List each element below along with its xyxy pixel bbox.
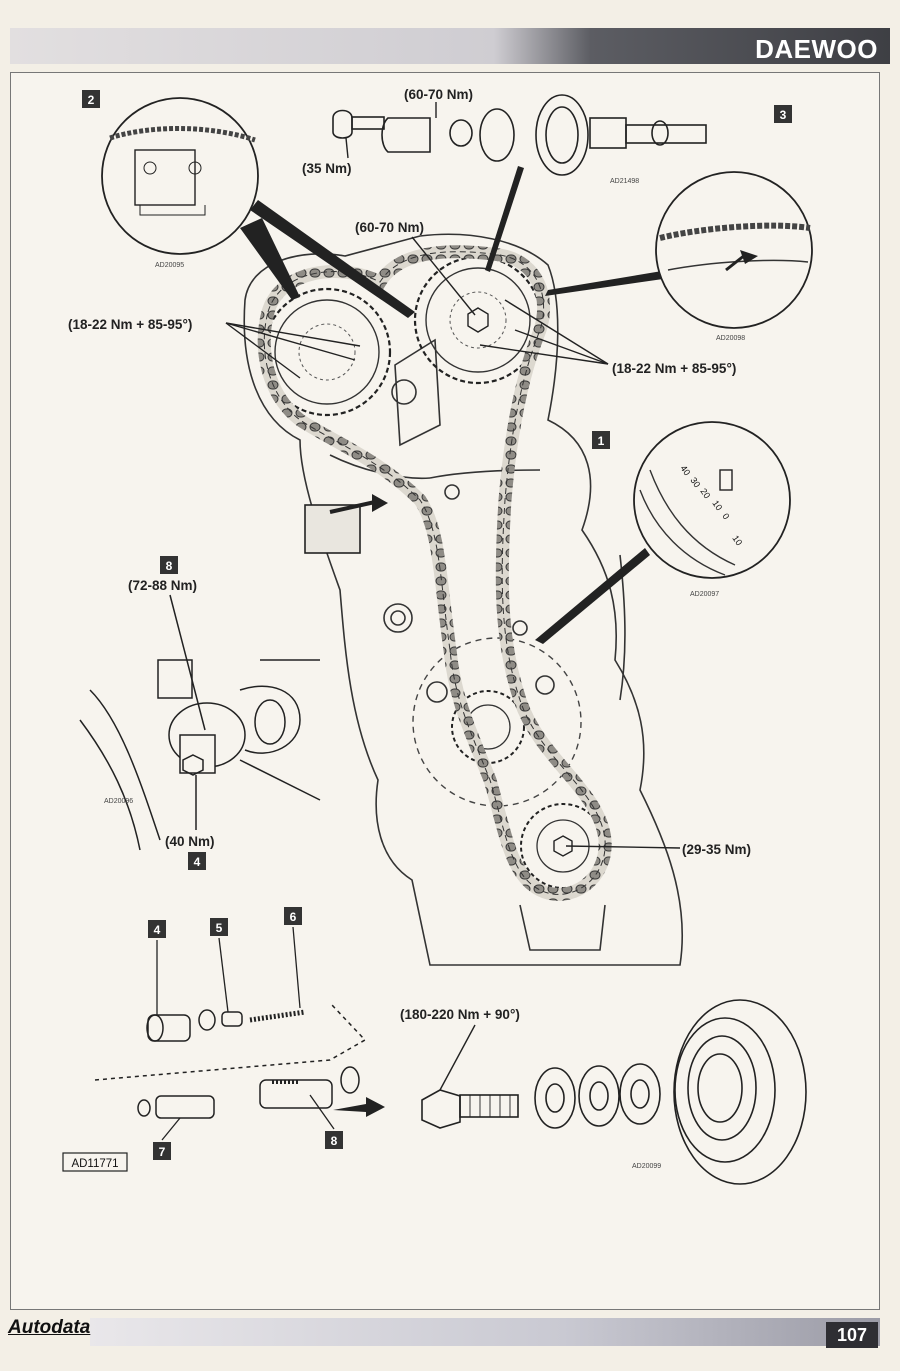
- svg-text:4: 4: [154, 923, 161, 937]
- detail-circle-3: [655, 171, 813, 329]
- camshaft-parts: [332, 94, 707, 176]
- figure-code: AD20096: [104, 798, 133, 805]
- svg-text:2: 2: [88, 93, 95, 107]
- tensioner-parts: [94, 1002, 367, 1119]
- svg-text:1: 1: [598, 434, 605, 448]
- callout-1: 1: [592, 431, 610, 449]
- svg-text:4: 4: [194, 855, 201, 869]
- camshaft-sprocket-left: [262, 287, 392, 417]
- figure-code: AD21498: [610, 178, 639, 185]
- footer-bar: [90, 1318, 880, 1346]
- footer-logo: Autodata: [8, 1317, 91, 1338]
- direction-arrow: [333, 1097, 385, 1117]
- timing-scale: 40 30 20 10 0 10: [678, 463, 744, 547]
- torque-label-camshaft-sprocket: (60-70 Nm): [355, 220, 424, 235]
- torque-label-crank-pulley-bolt: (180-220 Nm + 90°): [400, 1007, 520, 1022]
- torque-label-camshaft-gear: (60-70 Nm): [404, 87, 473, 102]
- callout-4-parts: 4: [148, 920, 166, 1015]
- torque-label-tensioner-body: (40 Nm): [165, 834, 215, 849]
- torque-label-crank-sprocket: (29-35 Nm): [682, 842, 751, 857]
- callout-2: 2: [82, 90, 100, 108]
- figure-code: AD20095: [155, 262, 184, 269]
- chain-tensioner: [304, 494, 388, 554]
- callout-8-parts: 8: [309, 1094, 343, 1149]
- callout-3: 3: [774, 105, 792, 123]
- torque-label-sprocket-bolts-right: (18-22 Nm + 85-95°): [612, 361, 736, 376]
- timing-mark: 20: [698, 486, 712, 500]
- detail-circle-1: 40 30 20 10 0 10: [633, 421, 791, 579]
- torque-label-tensioner-plug: (72-88 Nm): [128, 578, 197, 593]
- callout-4: 4: [188, 852, 206, 870]
- timing-mark: 10: [730, 533, 744, 547]
- figure-code: AD20099: [632, 1163, 661, 1170]
- svg-text:8: 8: [331, 1134, 338, 1148]
- figure-code: AD20097: [690, 591, 719, 598]
- timing-mark: 0: [720, 511, 731, 521]
- oil-pump-outline: [412, 637, 582, 807]
- tensioner-detail: [79, 594, 321, 851]
- svg-text:6: 6: [290, 910, 297, 924]
- page-number: 107: [826, 1322, 878, 1348]
- detail-circle-2: [101, 97, 259, 255]
- figure-code: AD20098: [716, 335, 745, 342]
- pulley-parts: [421, 999, 807, 1185]
- svg-text:7: 7: [159, 1145, 166, 1159]
- timing-mark: 40: [678, 463, 692, 477]
- callout-8: 8: [160, 556, 178, 574]
- callout-5: 5: [210, 918, 229, 1013]
- header-bar: [10, 28, 890, 64]
- callout-7: 7: [153, 1117, 181, 1160]
- detail-connectors: [240, 166, 670, 644]
- torque-label-sprocket-bolts-left: (18-22 Nm + 85-95°): [68, 317, 192, 332]
- torque-label-camshaft-bolt: (35 Nm): [302, 161, 352, 176]
- leader-lines: [225, 102, 681, 1091]
- timing-mark: 10: [710, 498, 724, 512]
- engine-block: [243, 233, 684, 966]
- svg-text:8: 8: [166, 559, 173, 573]
- timing-mark: 30: [688, 475, 702, 489]
- brand-title: DAEWOO: [755, 34, 878, 64]
- svg-text:AD11771: AD11771: [71, 1158, 118, 1170]
- figure-ref-box: AD11771: [62, 1152, 128, 1172]
- svg-text:3: 3: [780, 108, 787, 122]
- svg-text:5: 5: [216, 921, 223, 935]
- callout-6: 6: [284, 907, 302, 1009]
